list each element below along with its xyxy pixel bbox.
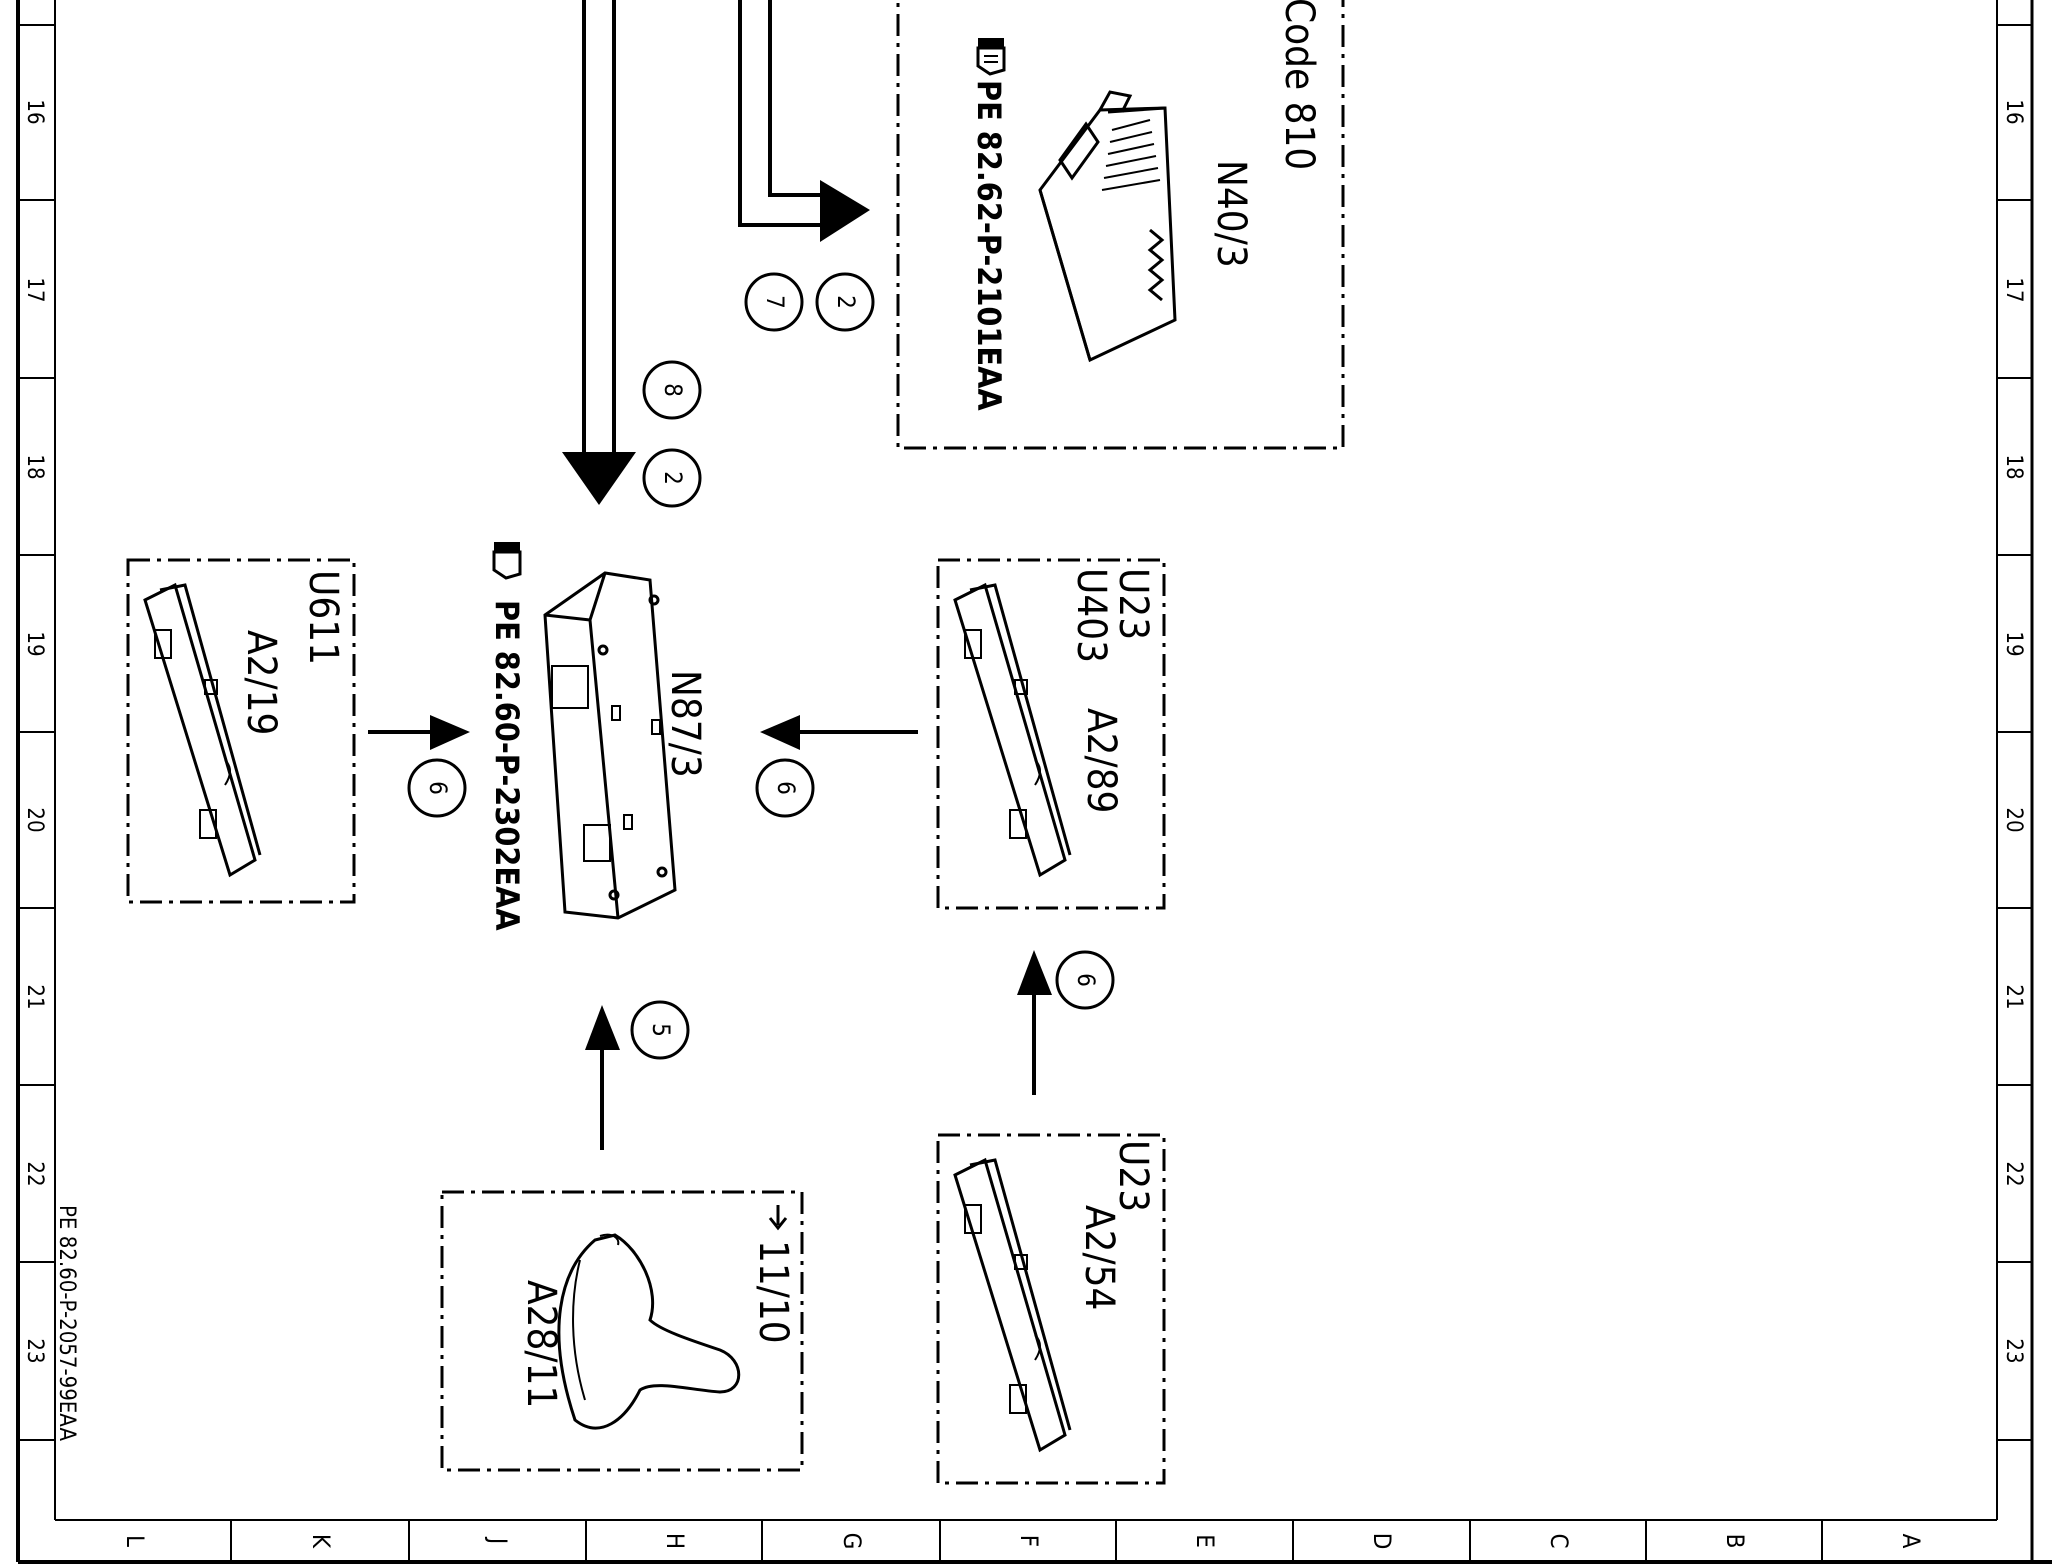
col-label: 22	[22, 1161, 47, 1186]
row-label: B	[1721, 1534, 1749, 1549]
column-numbers-right: 16 17 18 19 20 21 22 23	[2001, 99, 2026, 1363]
bubble-text: 6	[772, 781, 800, 795]
a2-89-box	[936, 558, 1166, 910]
a2-89-module-icon	[953, 582, 1072, 878]
col-label: 19	[22, 631, 47, 656]
n40-3-group: Code 810 N40/3 PE 82.62-P-2101EAA	[738, 0, 1345, 450]
row-label: F	[1015, 1535, 1043, 1547]
a2-89-code2: U403	[1068, 568, 1114, 663]
arrow-down-icon	[768, 1205, 788, 1231]
col-label: 16	[22, 99, 47, 124]
bubble-text: 6	[424, 781, 452, 795]
a2-19-code: U611	[300, 570, 346, 665]
n40-3-box	[896, 0, 1345, 450]
hand-pointer-icon	[492, 542, 522, 580]
col-label: 18	[2001, 454, 2026, 479]
a2-54-box	[936, 1133, 1166, 1485]
bubble-text: 5	[647, 1023, 675, 1037]
col-label: 21	[2001, 984, 2026, 1009]
a28-11-label: A28/11	[518, 1280, 564, 1408]
col-label: 20	[22, 807, 47, 832]
a2-54-module-icon	[953, 1157, 1072, 1453]
row-label: K	[307, 1534, 335, 1549]
arrow-a2-54-to-a2-89	[1017, 950, 1052, 995]
bubble-text: 7	[761, 295, 789, 309]
a2-19-label: A2/19	[238, 630, 284, 735]
a2-19-module-icon	[143, 582, 262, 878]
a28-11-group: 11/10 A28/11	[440, 1005, 804, 1472]
bubble-text: 2	[832, 295, 860, 309]
arrow-a2-89-to-n87-3	[760, 715, 800, 750]
a2-89-label: A2/89	[1078, 708, 1124, 813]
col-label: 18	[22, 454, 47, 479]
bottom-zone-ticks	[230, 1520, 1823, 1562]
row-label: G	[838, 1533, 866, 1550]
bubble: 2	[815, 272, 875, 332]
n40-3-module-icon	[1038, 90, 1177, 363]
a2-54-code: U23	[1110, 1140, 1156, 1212]
a28-11-knob-icon	[557, 1233, 741, 1430]
a2-89-code1: U23	[1110, 568, 1156, 640]
bubble: 7	[744, 272, 804, 332]
a2-54-group: U23 A2/54	[936, 950, 1166, 1485]
code-label: Code 810	[1276, 0, 1322, 170]
bubble-text: 6	[1072, 973, 1100, 987]
col-label: 22	[2001, 1161, 2026, 1186]
col-label: 23	[2001, 1338, 2026, 1363]
bubble: 8	[642, 360, 702, 420]
n87-3-module-icon	[543, 571, 677, 920]
n40-3-label: N40/3	[1208, 160, 1254, 268]
row-label: A	[1897, 1534, 1925, 1549]
arrow-to-n87-3-top	[562, 0, 636, 505]
col-label: 19	[2001, 631, 2026, 656]
n87-3-reference: PE 82.60-P-2302EAA	[488, 600, 526, 931]
row-letters: L K J H G F E D C B A	[121, 1533, 1925, 1550]
col-label: 17	[22, 277, 47, 302]
row-label: D	[1368, 1533, 1396, 1550]
bubble: 6	[407, 758, 467, 818]
col-label: 21	[22, 984, 47, 1009]
row-label: H	[661, 1533, 689, 1549]
bubble-text: 8	[659, 383, 687, 397]
row-label: J	[484, 1536, 512, 1544]
a2-54-label: A2/54	[1076, 1205, 1122, 1310]
bubble: 2	[642, 448, 702, 508]
row-label: C	[1545, 1533, 1573, 1548]
bubble-text: 2	[659, 471, 687, 485]
n40-3-reference: PE 82.62-P-2101EAA	[970, 80, 1008, 411]
col-label: 23	[22, 1338, 47, 1363]
row-label: L	[121, 1535, 149, 1547]
a2-89-group: U23 U403 A2/89	[760, 558, 1166, 910]
a2-19-box	[126, 558, 356, 904]
bubble: 6	[1055, 950, 1115, 1010]
bubble: 5	[630, 1000, 690, 1060]
arrow-a2-19-to-n87-3	[430, 715, 470, 750]
col-label: 17	[2001, 277, 2026, 302]
a28-11-box	[440, 1190, 804, 1472]
column-numbers-left: 16 17 18 19 20 21 22 23	[22, 99, 47, 1363]
a2-19-group: U611 A2/19	[126, 558, 470, 904]
n87-3-label: N87/3	[662, 670, 708, 778]
n87-3-group: PE 82.60-P-2302EAA N87/3	[488, 542, 708, 931]
left-zone-ticks	[18, 24, 55, 1441]
right-zone-ticks	[1997, 24, 2032, 1441]
arrow-to-n40-3	[820, 180, 870, 242]
hand-pointer-icon	[976, 38, 1006, 76]
arrow-a28-11-to-n87-3	[585, 1005, 620, 1050]
col-label: 16	[2001, 99, 2026, 124]
footer-reference: PE 82.60-P-2057-99EAA	[54, 1205, 79, 1441]
row-label: E	[1191, 1534, 1219, 1548]
bubble: 6	[755, 758, 815, 818]
col-label: 20	[2001, 807, 2026, 832]
a28-11-ref: 11/10	[750, 1240, 796, 1344]
